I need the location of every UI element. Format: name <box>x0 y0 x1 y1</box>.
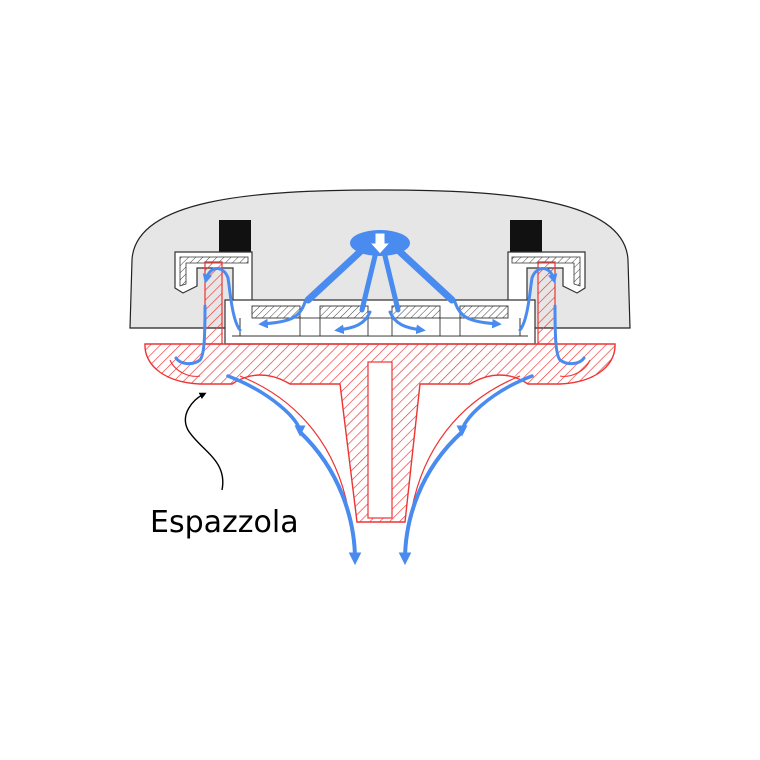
tray-plates <box>251 305 509 337</box>
right-black-block <box>510 220 542 254</box>
down-arrow-icon <box>368 232 392 255</box>
airflow-arrows <box>174 230 586 566</box>
espazzola-label: Espazzola <box>150 505 299 540</box>
housing-body <box>129 189 631 329</box>
left-black-block <box>219 220 251 254</box>
leader-line <box>184 392 224 491</box>
